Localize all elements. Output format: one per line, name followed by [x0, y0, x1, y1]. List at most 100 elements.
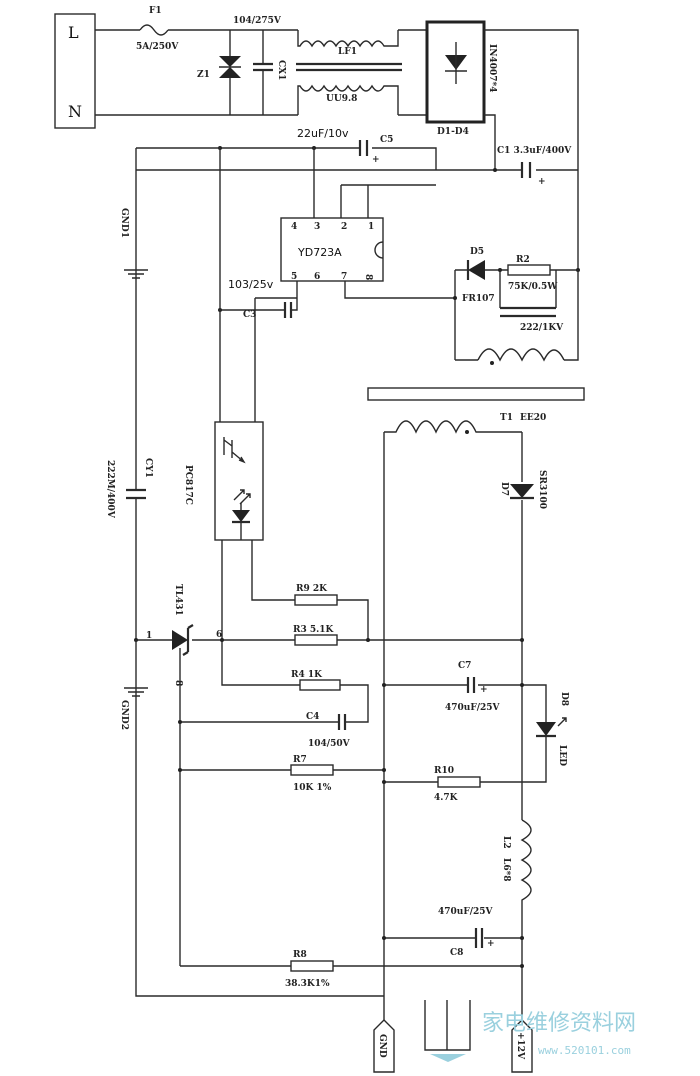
label-GND2: GND2 [119, 700, 129, 730]
label-CY1: CY1 [143, 458, 153, 478]
label-C8: C8 [450, 948, 463, 958]
winding-dot [465, 430, 469, 434]
resistor-R4 [299, 679, 341, 691]
wire [454, 170, 579, 360]
label-C3-value: 103/25v [228, 278, 274, 291]
optocoupler-PC817C [214, 421, 264, 541]
resistor-R10 [437, 776, 481, 788]
junction [520, 683, 524, 687]
choke-LF1-bottom [297, 84, 399, 115]
label-C4: C4 [306, 712, 319, 722]
label-T1: T1 [500, 413, 513, 423]
label-C1: C1 3.3uF/400V [497, 146, 572, 156]
junction [220, 638, 224, 642]
resistor-R8 [290, 960, 334, 972]
node-6: 6 [216, 630, 222, 640]
label-C8-value: 470uF/25V [438, 907, 494, 917]
label-R7-value: 10K 1% [293, 783, 332, 793]
wire [398, 29, 427, 116]
junction [382, 936, 386, 940]
label-L2-value: L6*8 [501, 858, 511, 882]
winding-dot [490, 361, 494, 365]
watermark-url: www.520101.com [538, 1044, 631, 1057]
label-N: N [68, 102, 82, 121]
label-snubber-cap: 222/1KV [520, 323, 564, 333]
fuse-F1 [139, 24, 169, 36]
ic-pin6: 6 [314, 272, 320, 282]
wire [219, 148, 297, 452]
node-1: 1 [146, 631, 152, 641]
capacitor-C8 [474, 928, 484, 948]
ic-YD723A [280, 217, 384, 282]
wire [135, 147, 220, 270]
ic-pin5: 5 [291, 272, 297, 282]
junction [520, 638, 524, 642]
choke-LF1-top [297, 30, 399, 48]
ic-pin1: 1 [368, 222, 374, 232]
ac-input-box [54, 13, 96, 129]
label-R8-value: 38.3K1% [285, 979, 330, 989]
led-arrows [557, 717, 567, 727]
label-GND-out: GND [377, 1034, 387, 1058]
wire [445, 42, 467, 84]
ic-notch [374, 241, 384, 259]
resistor-R2 [507, 264, 551, 276]
inductor-L2 [520, 819, 532, 1020]
junction [382, 768, 386, 772]
junction [366, 638, 370, 642]
ic-pin3: 3 [314, 222, 320, 232]
transformer-secondary [384, 420, 522, 434]
label-R4: R4 1K [291, 670, 323, 680]
label-F1-value: 5A/250V [136, 42, 179, 52]
label-SR3100: SR3100 [537, 470, 547, 509]
capacitor-CX1 [253, 62, 273, 72]
capacitor-C1 [520, 162, 532, 178]
resistor-R3 [294, 634, 338, 646]
opto-led-arrows [233, 489, 251, 505]
ic-pin8: 8 [363, 274, 373, 280]
label-C7: C7 [458, 661, 471, 671]
label-R10-value: 4.7K [434, 793, 459, 803]
plus-C1: + [538, 177, 546, 187]
label-C4-value: 104/50V [308, 739, 351, 749]
capacitor-C4 [337, 714, 347, 730]
label-12V-out: +12V [515, 1032, 525, 1060]
label-GND1: GND1 [119, 208, 129, 238]
capacitor-C7 [466, 677, 476, 693]
label-T1-core: EE20 [520, 413, 546, 423]
label-L: L [68, 23, 79, 42]
transformer-primary [477, 348, 565, 362]
label-F1: F1 [149, 6, 162, 16]
label-LED: LED [557, 745, 567, 766]
label-R7: R7 [293, 755, 307, 765]
diode-D7 [510, 484, 534, 498]
terminal-GND [373, 1019, 395, 1073]
label-LF1-core: UU9.8 [326, 94, 357, 104]
wire [220, 298, 298, 311]
plus-22uF: + [372, 155, 380, 165]
capacitor-222-1KV [500, 306, 556, 318]
opto-led [232, 510, 250, 522]
regulator-TL431 [172, 630, 188, 650]
label-D7: D7 [499, 482, 509, 496]
label-C3: C3 [243, 310, 256, 320]
capacitor-22uF [358, 140, 369, 156]
junction [453, 296, 457, 300]
wire [251, 540, 369, 640]
ic-pin4: 4 [291, 222, 297, 232]
label-bridge-name: D1-D4 [437, 127, 469, 137]
terminal-12V [511, 1019, 533, 1073]
label-TL431: TL431 [173, 584, 183, 616]
wire [384, 684, 547, 722]
junction [520, 964, 524, 968]
label-CX1: CX1 [276, 60, 286, 80]
label-L2: L2 [501, 836, 511, 849]
junction [498, 268, 502, 272]
label-CX1-value: 104/275V [233, 16, 282, 26]
label-FR107: FR107 [462, 294, 495, 304]
wire [480, 736, 547, 783]
label-R3: R3 5.1K [293, 625, 335, 635]
junction [178, 768, 182, 772]
ic-label: YD723A [297, 246, 342, 259]
label-R9: R9 2K [296, 584, 328, 594]
